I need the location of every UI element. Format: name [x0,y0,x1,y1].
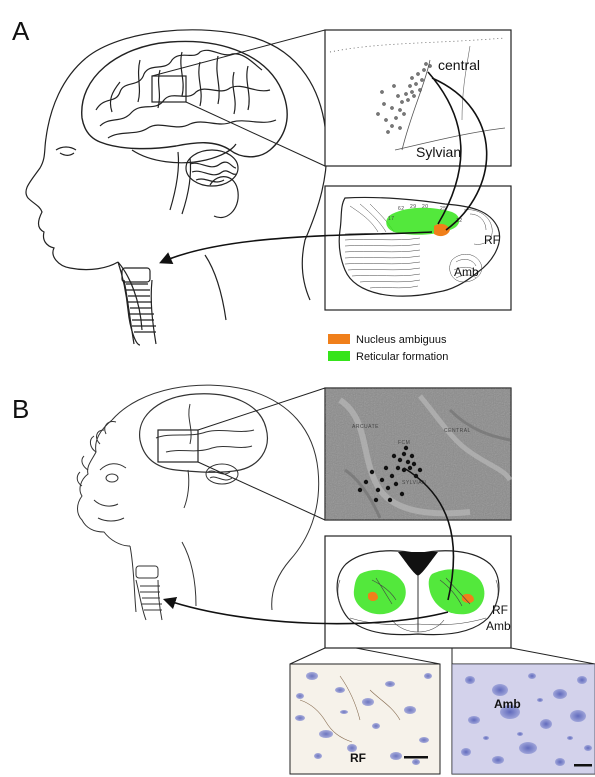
panel-a-letter: A [12,16,30,46]
human-head-drawing [26,30,327,345]
scale-bar-rf [404,756,428,759]
label-central-a: central [438,57,480,73]
panel-b-letter: B [12,394,29,424]
label-central-b: CENTRAL [444,428,471,434]
inset-b-cortex-photo: ARCUATE CENTRAL FCM SYLVIAN [325,388,511,520]
legend-label-reticular: Reticular formation [356,351,448,363]
legend-item-nucleus-ambiguus: Nucleus ambiguus [328,334,447,346]
label-rf-a: RF [484,233,500,247]
monkey-head-drawing [77,385,318,620]
label-sylvian-a: Sylvian [416,144,461,160]
legend-item-reticular-formation: Reticular formation [328,351,448,363]
svg-text:62: 62 [398,206,405,212]
svg-text:20: 20 [422,204,429,210]
scale-bar-amb [574,764,592,767]
label-fcm-b: FCM [398,440,410,446]
svg-text:17: 17 [388,216,395,222]
inset-a-cortex: central Sylvian [325,30,511,166]
legend: Nucleus ambiguus Reticular formation [328,334,448,363]
micrograph-amb-label: Amb [494,697,521,711]
micrograph-rf: RF [290,664,440,774]
legend-label-ambiguus: Nucleus ambiguus [356,334,447,346]
label-amb-a: Amb [454,265,479,279]
zoom-lines-b [198,388,325,520]
label-arcuate-b: ARCUATE [352,424,379,430]
label-rf-b: RF [492,603,508,617]
micrograph-amb: Amb [452,664,595,774]
zoom-lines-micrographs [290,648,595,664]
inset-b-brainstem: RF Amb [325,536,511,648]
svg-text:29: 29 [410,204,417,210]
micrograph-rf-label: RF [350,751,366,765]
label-amb-b: Amb [486,619,511,633]
inset-a-brainstem: 6229 2025 1712 RF Amb [325,186,511,310]
